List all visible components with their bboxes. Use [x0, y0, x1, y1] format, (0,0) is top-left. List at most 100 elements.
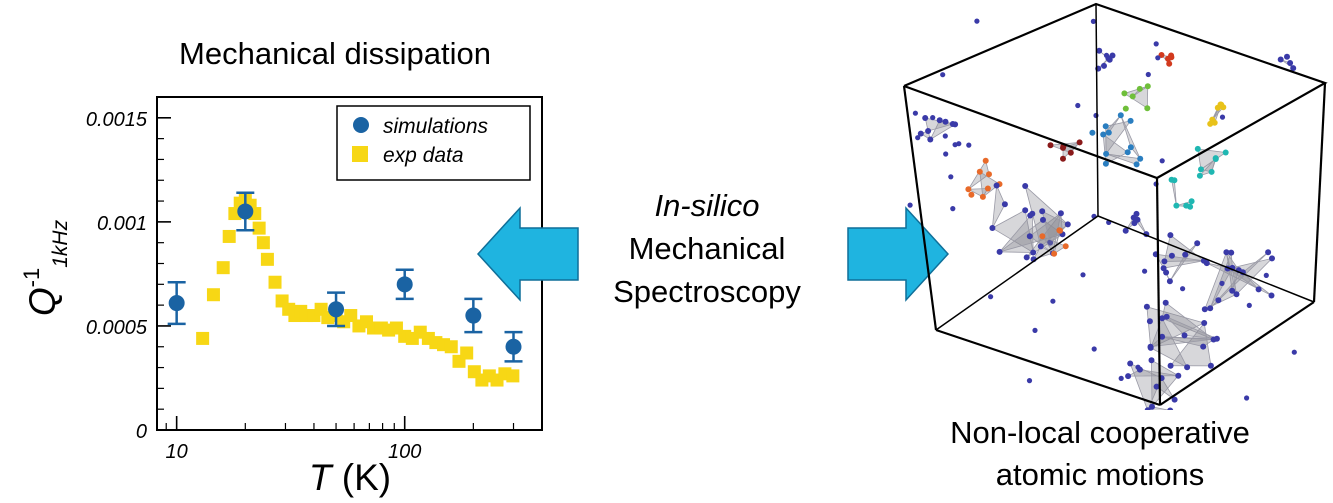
simulation-point	[328, 301, 345, 318]
atom-dot	[922, 115, 929, 121]
atom-dot	[1142, 268, 1148, 274]
simulation-point	[465, 307, 482, 324]
chart-legend: simulations exp data	[336, 105, 531, 181]
right-caption-line2: atomic motions	[995, 457, 1205, 492]
atom-dot	[1135, 364, 1141, 370]
atom-dot	[1188, 198, 1195, 205]
atom-dot	[1134, 216, 1141, 223]
atom-polyhedron	[991, 209, 1034, 254]
atom-dot	[1162, 299, 1169, 306]
atom-dot	[1263, 272, 1269, 278]
atom-polyhedron	[1206, 262, 1272, 296]
atom-dot	[1148, 357, 1155, 364]
atom-polyhedron	[1209, 252, 1269, 309]
atom-dot	[1093, 112, 1099, 119]
atom-dot	[930, 115, 936, 121]
simulation-point	[505, 338, 522, 355]
atom-dot	[1032, 327, 1038, 333]
atom-dot	[1215, 297, 1222, 304]
right-caption-line1: Non-local cooperative	[950, 415, 1250, 450]
y-axis-label: Q-11kHz	[19, 219, 72, 316]
atom-dot	[1284, 53, 1290, 60]
atom-dot	[1268, 292, 1275, 299]
atom-polyhedron	[1162, 336, 1215, 348]
atom-dot	[1026, 233, 1033, 240]
atom-dot	[1047, 239, 1054, 246]
atom-dot	[1062, 243, 1069, 250]
atom-polyhedron	[1041, 235, 1067, 255]
y-tick-label: 0.0015	[86, 109, 148, 131]
exp-data-point	[460, 346, 474, 360]
y-tick-label: 0	[136, 421, 147, 443]
atom-dot	[1122, 105, 1129, 112]
atom-dot	[1067, 149, 1074, 156]
cube-frame	[902, 2, 1328, 407]
atom-polyhedron	[1123, 85, 1149, 109]
atom-dot	[1057, 210, 1064, 217]
atom-dot	[1060, 155, 1066, 162]
atom-dot	[1144, 83, 1151, 90]
atom-dot	[1219, 280, 1225, 286]
exp-data-point	[344, 309, 358, 323]
atom-polyhedron	[1197, 148, 1227, 171]
atom-dot	[1175, 372, 1182, 379]
atom-dot	[1166, 278, 1173, 285]
atom-dot	[1201, 320, 1208, 326]
atom-dot	[1194, 240, 1201, 247]
atom-polyhedron	[1105, 120, 1132, 156]
atom-polyhedron	[1166, 316, 1218, 340]
atom-dot	[917, 130, 924, 137]
atom-dot	[1212, 156, 1219, 162]
exp-data-point	[196, 331, 210, 345]
atom-dot	[1090, 18, 1096, 24]
atom-dot	[1117, 112, 1124, 119]
y-axis-subscript: 1kHz	[49, 219, 72, 267]
atom-dot	[1167, 232, 1174, 239]
atom-dot	[1080, 272, 1086, 278]
atom-dot	[1207, 362, 1214, 369]
atom-dot	[976, 168, 983, 175]
atom-dot	[1027, 212, 1034, 219]
exp-data-point	[256, 236, 270, 250]
atom-dot	[1100, 131, 1107, 138]
atom-dot	[1040, 216, 1046, 223]
atom-dot	[986, 171, 992, 178]
atom-dot	[1118, 375, 1124, 381]
atom-dot	[1159, 333, 1166, 340]
atom-dot	[982, 157, 989, 164]
legend-marker-simulations	[353, 117, 369, 133]
legend-box	[336, 105, 531, 181]
x-tick-label: 100	[388, 441, 421, 463]
atom-dot	[1194, 145, 1201, 152]
atom-dot	[1168, 252, 1175, 259]
atom-polyhedron	[979, 171, 1001, 198]
atom-dot	[940, 72, 946, 78]
center-label-line2: Mechanical	[628, 231, 786, 266]
atom-dot	[1127, 117, 1134, 124]
x-tick-label: 10	[166, 441, 188, 463]
atom-dot	[1096, 47, 1103, 54]
atom-dot	[1198, 166, 1204, 173]
atom-dot	[1203, 260, 1210, 267]
atom-dot	[1201, 306, 1208, 313]
atom-dot	[1149, 403, 1155, 410]
atom-dot	[1051, 250, 1058, 257]
atom-dot	[1136, 85, 1143, 92]
atom-dot	[1163, 313, 1170, 320]
atom-dot	[1121, 90, 1128, 97]
atom-dot	[1147, 343, 1154, 350]
atom-dot	[1124, 149, 1131, 156]
atom-dot	[1137, 155, 1144, 162]
exp-data-point	[252, 221, 266, 235]
atom-dot	[1159, 158, 1165, 164]
atom-dot	[1122, 227, 1129, 234]
atom-dot	[1125, 373, 1132, 380]
atom-dot	[1180, 286, 1186, 292]
atom-polyhedron	[1105, 153, 1141, 165]
atom-dot	[1229, 287, 1236, 294]
legend-label-exp-data: exp data	[383, 144, 464, 167]
atom-polyhedron	[1151, 359, 1179, 408]
atom-dot	[1167, 407, 1174, 410]
atom-dot	[1102, 160, 1109, 167]
atom-dot	[912, 110, 919, 116]
